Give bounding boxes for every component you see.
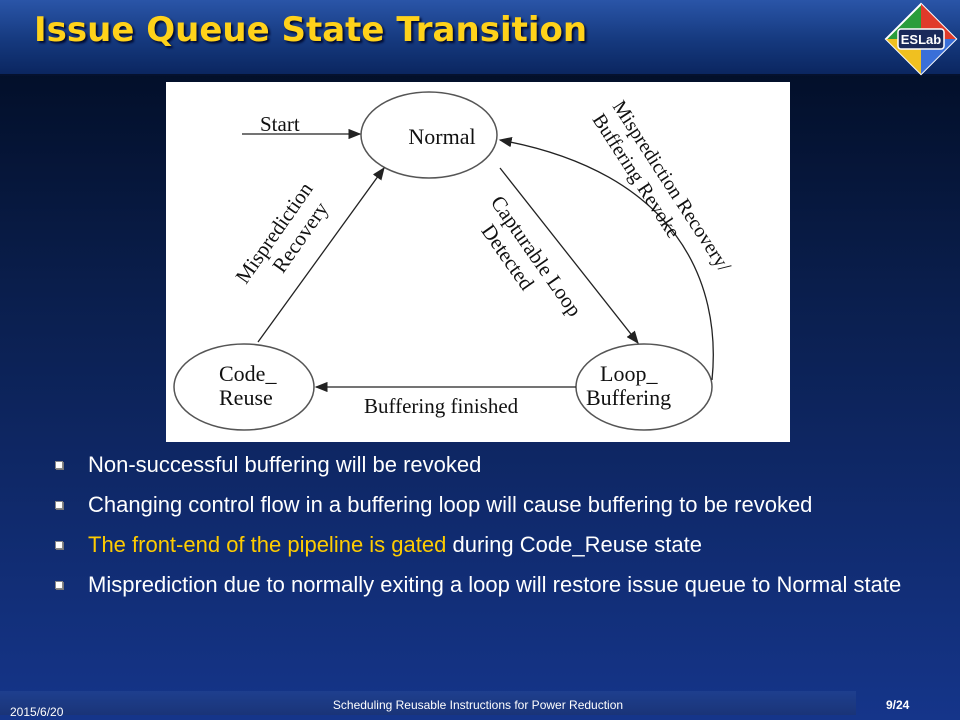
bullet-square-icon (55, 581, 63, 589)
edge-buffering-finished-label: Buffering finished (364, 394, 519, 418)
bullet-text: during Code_Reuse state (446, 532, 702, 557)
logo-text: ESLab (901, 32, 942, 47)
edge-code-to-normal (257, 166, 385, 343)
slide-title: Issue Queue State Transition (34, 10, 588, 50)
title-bar (0, 0, 960, 76)
bullet-square-icon (55, 541, 63, 549)
bullet-square-icon (55, 461, 63, 469)
edge-normal-to-loop (499, 167, 639, 345)
edge-loop-to-normal (498, 136, 714, 381)
footer-strip (0, 691, 856, 715)
footer-date: 2015/6/20 (10, 705, 64, 719)
state-normal-label: Normal (408, 124, 475, 149)
state-loop-label-2: Buffering (586, 385, 671, 410)
state-code-reuse (173, 343, 315, 431)
edge-start-label: Start (260, 112, 300, 136)
bullet-item: The front-end of the pipeline is gated d… (52, 530, 932, 560)
page-number: 9/24 (886, 698, 910, 712)
bullet-item: Non-successful buffering will be revoked (52, 450, 932, 480)
bullet-square-icon (55, 501, 63, 509)
bullet-text: Misprediction due to normally exiting a … (88, 572, 902, 597)
state-code-label-1: Code_ (219, 361, 277, 386)
bullet-text: Changing control flow in a buffering loo… (88, 492, 813, 517)
state-loop-label-1: Loop_ (600, 361, 658, 386)
edge-revoke-label-1: Misprediction Recovery/ (608, 97, 735, 277)
bullet-item: Misprediction due to normally exiting a … (52, 570, 932, 600)
bullet-list: Non-successful buffering will be revoked… (52, 450, 932, 610)
bullet-item: Changing control flow in a buffering loo… (52, 490, 932, 520)
eslab-logo: ESLab (884, 2, 958, 76)
footer-title: Scheduling Reusable Instructions for Pow… (332, 698, 624, 712)
state-diagram: Normal Loop_ Buffering Code_ Reuse Start… (166, 82, 790, 442)
bullet-text: Non-successful buffering will be revoked (88, 452, 482, 477)
bullet-highlight-text: The front-end of the pipeline is gated (88, 532, 447, 557)
state-code-label-2: Reuse (219, 385, 273, 410)
